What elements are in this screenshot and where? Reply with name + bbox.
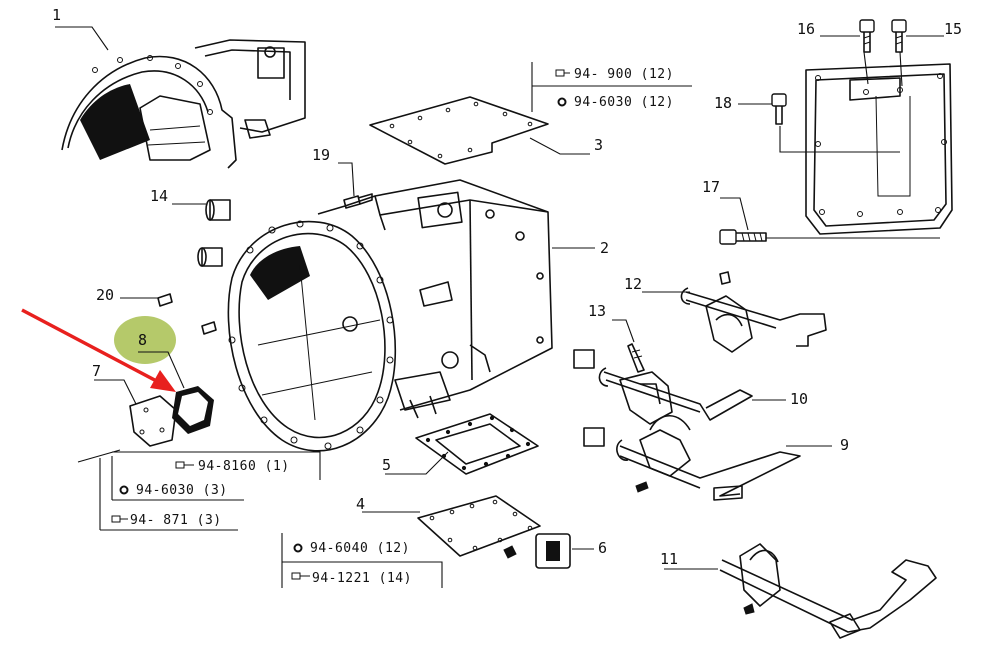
part-1-bell-housing: [61, 39, 306, 169]
callout-9: 9: [840, 436, 849, 454]
callout-13: 13: [588, 302, 606, 320]
svg-text:94-8160 (1): 94-8160 (1): [198, 459, 290, 474]
part-3-top-cover: [369, 96, 549, 165]
svg-text:94-6030 (12): 94-6030 (12): [574, 95, 674, 110]
svg-text:94-6030 (3): 94-6030 (3): [136, 483, 228, 498]
part-16-bolt: [859, 19, 875, 53]
callout-16: 16: [797, 20, 815, 38]
svg-text:94- 871 (3): 94- 871 (3): [130, 513, 222, 528]
ref-plate-bolt: 94-8160 (1): [175, 459, 290, 474]
highlight-arrow: [21, 308, 176, 392]
part-9-shift-rail: [616, 414, 801, 501]
svg-text:94- 900 (12): 94- 900 (12): [574, 67, 674, 82]
part-19-screw: [343, 193, 373, 209]
part-6-plug: [503, 533, 571, 569]
part-14-bushing: [197, 199, 231, 267]
callout-18: 18: [714, 94, 732, 112]
callout-7: 7: [92, 362, 101, 380]
callout-12: 12: [624, 275, 642, 293]
part-11-shift-fork: [719, 543, 937, 639]
ref-bottom-washer: 94-6040 (12): [293, 541, 410, 556]
ref-plate-washer: 94-6030 (3): [119, 483, 228, 498]
callout-4: 4: [356, 495, 365, 513]
ref-bottom-bolt: 94-1221 (14): [291, 571, 412, 586]
callout-19: 19: [312, 146, 330, 164]
part-13-detent-pin: [627, 343, 645, 373]
part-5-gasket: [415, 413, 539, 475]
svg-text:94-1221 (14): 94-1221 (14): [312, 571, 412, 586]
callout-14: 14: [150, 187, 168, 205]
part-20-screw: [157, 293, 217, 335]
callout-10: 10: [790, 390, 808, 408]
callout-15: 15: [944, 20, 962, 38]
callout-8: 8: [138, 331, 147, 349]
side-cover-plate: [805, 63, 953, 235]
ref-plate-screw: 94- 871 (3): [111, 513, 222, 528]
callout-3: 3: [594, 136, 603, 154]
part-10-shift-rail: [573, 349, 753, 447]
callout-11: 11: [660, 550, 678, 568]
callout-17: 17: [702, 178, 720, 196]
callout-6: 6: [598, 539, 607, 557]
callout-1: 1: [52, 6, 61, 24]
part-2-gearbox-housing: [227, 179, 553, 452]
svg-text:94-6040 (12): 94-6040 (12): [310, 541, 410, 556]
part-4-bottom-plate: [417, 495, 541, 557]
part-17-bolt: [719, 229, 767, 245]
part-8-plate-gasket: [172, 386, 214, 434]
callout-20: 20: [96, 286, 114, 304]
ref-cover-washer: 94-6030 (12): [557, 95, 674, 110]
ref-cover-bolt: 94- 900 (12): [555, 67, 674, 82]
part-12-fork: [680, 271, 827, 353]
callout-5: 5: [382, 456, 391, 474]
part-7-cover-plate: [129, 395, 177, 447]
part-15-bolt: [891, 19, 907, 53]
part-18-bolt: [771, 93, 787, 125]
callout-2: 2: [600, 239, 609, 257]
